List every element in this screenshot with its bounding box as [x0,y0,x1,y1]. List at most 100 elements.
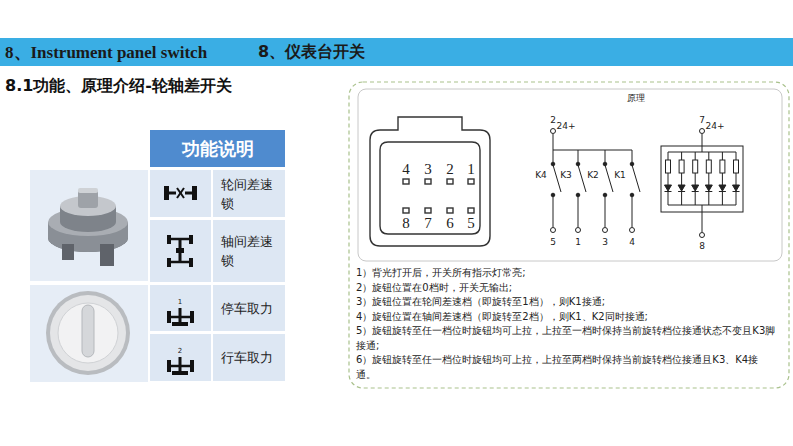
led-branch [736,192,737,205]
led-branch [668,192,669,205]
knob-photo [46,291,130,375]
switch-schematic [578,150,579,162]
icon-number: 2 [178,347,182,355]
led-schematic [668,152,736,153]
led-branch [681,192,682,205]
switch-schematic [632,150,633,162]
table-background [30,170,211,382]
switch-schematic [632,197,633,227]
schematic-title: 原理 [627,93,645,103]
led-branch [692,191,699,192]
switch-photo [100,244,114,266]
led-branch [705,191,712,192]
led-branch [678,191,685,192]
knob-photo [82,305,94,357]
table-background [30,170,148,281]
connector-outline [425,208,431,213]
led-branch [695,192,696,205]
knob-photo [50,295,126,371]
led-branch [665,191,672,192]
led-schematic [702,134,703,152]
switch-photo [78,188,98,193]
pto-icon [167,308,194,326]
note-line: 5）旋钮旋转至任一档位时旋钮均可上拉，上拉至一档时保持当前旋转档位接通状态不变且… [356,324,778,353]
axle-diff-icon [176,248,184,253]
cell-text: 行车取力 [221,348,273,367]
knob-photo [46,291,130,375]
dashed-frame [349,82,789,388]
supply-label: 24+ [557,121,576,131]
dashed-frame [349,82,789,388]
pto-icon [172,371,188,375]
pin-number: 1 [467,161,475,178]
led-branch [736,152,737,160]
wheel-diff-icon [164,186,169,200]
led-branch [668,173,669,185]
led-branch [668,152,669,160]
led-branch [722,173,723,185]
led-branch [733,185,740,191]
connector-outline [403,208,409,213]
led-branch [695,173,696,185]
switch-schematic [578,197,579,227]
connector-outline [425,179,431,184]
knob-photo [58,303,118,363]
switch-schematic [603,193,607,197]
cell-text: 轮间差速锁 [221,175,279,213]
header-title: 8、仪表台开关 [258,42,365,63]
switch-name: K2 [587,170,599,180]
switch-schematic [551,228,556,233]
led-branch [693,160,698,173]
pto-icon [172,322,188,326]
led-branch [678,185,685,191]
axle-diff-icon [189,235,193,244]
cell-text: 轴间差速锁 [221,232,279,270]
note-line: 4）旋钮位置在轴间差速档（即旋转至2档），则K1、K2同时接通; [356,310,778,325]
switch-schematic [630,228,635,233]
axle-diff-icon [189,258,193,267]
pin-number: 2 [550,115,556,125]
pto-icon [167,357,194,375]
axle-diff-icon [167,258,171,267]
led-branch [681,173,682,185]
connector-outline [468,208,474,213]
led-schematic [700,129,705,134]
switch-schematic [553,150,554,162]
pin-number: 5 [467,215,475,232]
function-cell: 停车取力 [213,285,285,331]
switch-photo [48,188,128,266]
cell-text: 停车取力 [221,299,273,318]
led-schematic [702,205,703,232]
led-branch [665,185,672,191]
led-branch [708,173,709,185]
note-line: 1）背光打开后，开关所有指示灯常亮; [356,266,778,281]
function-cell: 行车取力 [213,334,285,381]
switch-schematic [603,228,608,233]
axle-diff-icon [167,235,193,267]
supply-label: 24+ [706,121,725,131]
switch-schematic [553,150,632,151]
pin-number: 7 [699,115,705,125]
switch-schematic [553,134,554,150]
pin-number: 3 [424,161,432,178]
wheel-diff-icon [177,188,184,198]
notes-list: 1）背光打开后，开关所有指示灯常亮;2）旋钮位置在0档时，开关无输出;3）旋钮位… [356,266,778,382]
switch-schematic [605,197,606,227]
function-cell: 轴间差速锁 [213,220,285,282]
switch-schematic [576,228,581,233]
led-branch [720,160,725,173]
wheel-diff-icon [177,188,184,198]
led-branch [708,152,709,160]
led-branch [679,160,684,173]
pin-number: 2 [446,161,454,178]
switch-schematic [576,193,580,197]
led-branch [706,160,711,173]
table-background [150,334,211,381]
switch-schematic [551,193,555,197]
pto-icon [167,360,171,372]
table-background [150,220,211,282]
connector-outline [380,142,480,234]
connector-outline [468,179,474,184]
pin-number: 3 [602,237,608,247]
led-branch [722,192,723,205]
